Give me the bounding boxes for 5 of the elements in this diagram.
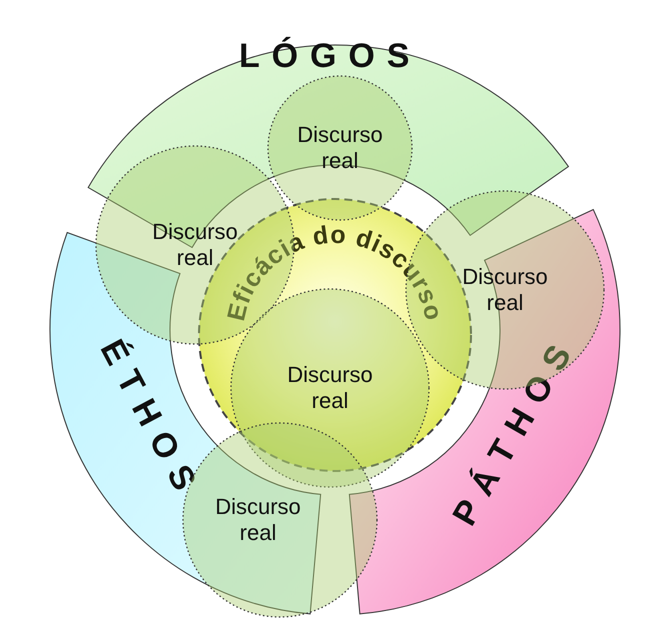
node-label: Discurso real xyxy=(151,219,238,270)
node-label: Discurso real xyxy=(214,494,302,546)
node-label: Discurso real xyxy=(296,122,384,174)
node-label: Discurso real xyxy=(286,362,374,414)
node-label: LÓGOS xyxy=(239,36,422,76)
